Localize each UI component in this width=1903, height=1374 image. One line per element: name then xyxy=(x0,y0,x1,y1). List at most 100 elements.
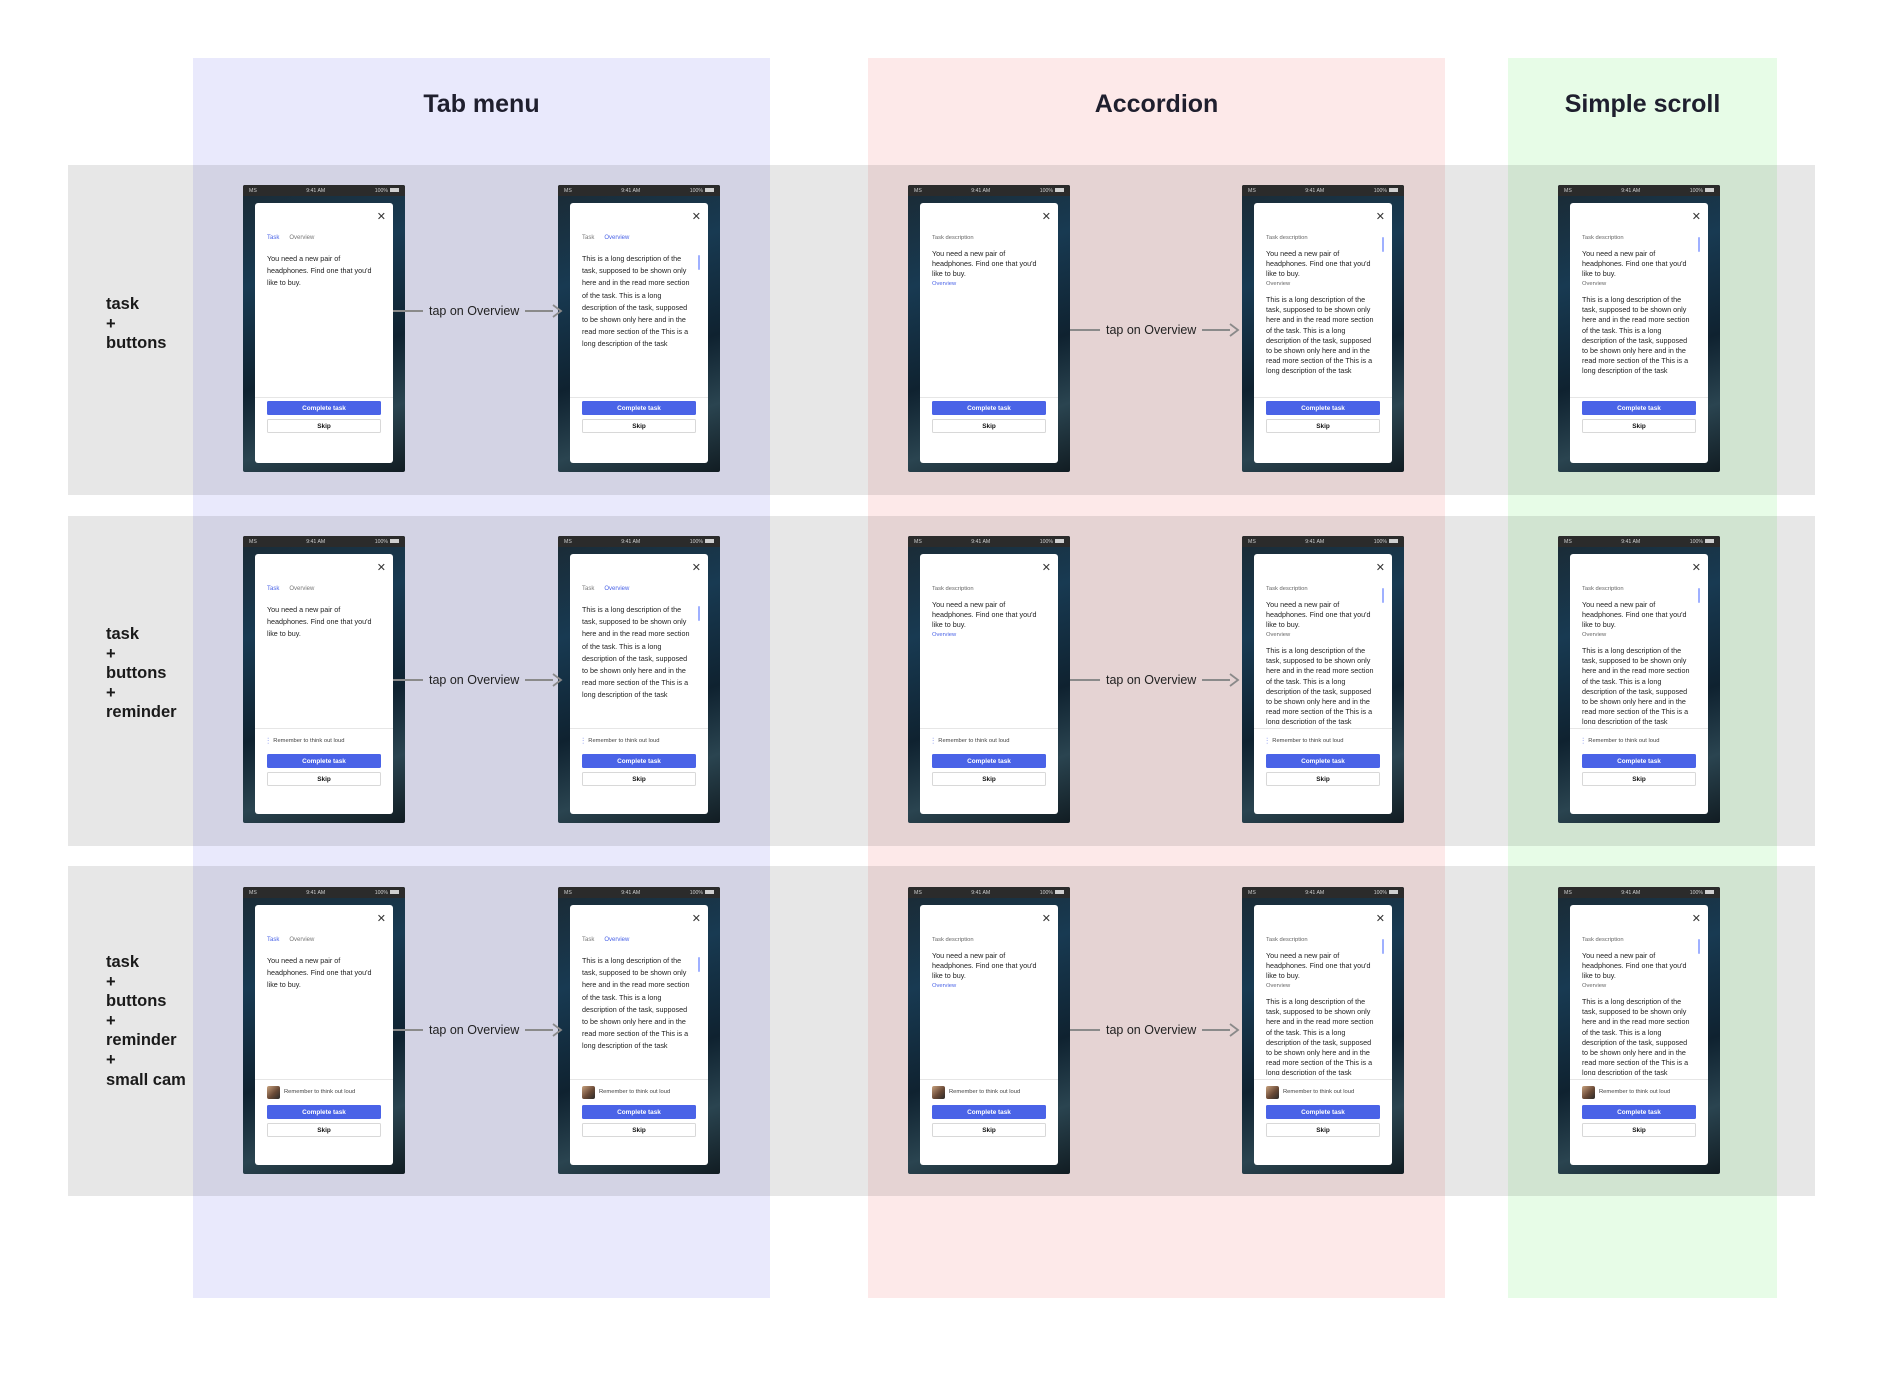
close-icon[interactable]: ✕ xyxy=(1375,562,1385,574)
tab-task[interactable]: Task xyxy=(582,937,595,943)
task-body-text: You need a new pair of headphones. Find … xyxy=(267,605,372,639)
close-icon[interactable]: ✕ xyxy=(691,211,701,223)
tab-menu: Task Overview xyxy=(267,937,314,943)
section-overview[interactable]: Overview xyxy=(932,983,957,989)
section-overview[interactable]: Overview xyxy=(1266,632,1291,638)
think-aloud-reminder: ⫶Remember to think out loud xyxy=(1582,734,1696,748)
section-task-description[interactable]: Task description xyxy=(1582,235,1624,241)
section-task-description[interactable]: Task description xyxy=(1266,586,1308,592)
clock: 9:41 AM xyxy=(621,187,641,194)
scrollbar[interactable] xyxy=(1698,588,1700,603)
skip-button[interactable]: Skip xyxy=(932,419,1046,433)
section-overview[interactable]: Overview xyxy=(1266,983,1291,989)
skip-button[interactable]: Skip xyxy=(1266,772,1380,786)
arrow-head-icon xyxy=(1229,1023,1240,1037)
close-icon[interactable]: ✕ xyxy=(376,211,386,223)
tab-overview[interactable]: Overview xyxy=(289,586,315,592)
close-icon[interactable]: ✕ xyxy=(1375,913,1385,925)
section-overview[interactable]: Overview xyxy=(1266,281,1291,287)
scrollbar[interactable] xyxy=(698,255,700,270)
complete-task-button[interactable]: Complete task xyxy=(1582,1105,1696,1119)
footer-divider xyxy=(1254,1079,1392,1080)
close-icon[interactable]: ✕ xyxy=(1375,211,1385,223)
scrollbar[interactable] xyxy=(698,957,700,972)
clock: 9:41 AM xyxy=(306,538,326,545)
skip-button[interactable]: Skip xyxy=(1582,419,1696,433)
section-task-description[interactable]: Task description xyxy=(1266,937,1308,943)
task-body-text: You need a new pair of headphones. Find … xyxy=(1266,600,1371,630)
complete-task-button[interactable]: Complete task xyxy=(267,754,381,768)
skip-button[interactable]: Skip xyxy=(1266,419,1380,433)
complete-task-button[interactable]: Complete task xyxy=(1266,754,1380,768)
section-task-description[interactable]: Task description xyxy=(1266,235,1308,241)
section-task-description[interactable]: Task description xyxy=(932,586,974,592)
section-overview[interactable]: Overview xyxy=(932,281,957,287)
task-body-text: This is a long description of the task, … xyxy=(582,254,690,349)
section-overview[interactable]: Overview xyxy=(932,632,957,638)
close-icon[interactable]: ✕ xyxy=(691,913,701,925)
tab-task[interactable]: Task xyxy=(267,235,280,241)
close-icon[interactable]: ✕ xyxy=(1691,562,1701,574)
close-icon[interactable]: ✕ xyxy=(691,562,701,574)
footer-divider xyxy=(570,1079,708,1080)
close-icon[interactable]: ✕ xyxy=(1041,913,1051,925)
skip-button[interactable]: Skip xyxy=(582,419,696,433)
tab-task[interactable]: Task xyxy=(267,586,280,592)
skip-button[interactable]: Skip xyxy=(267,419,381,433)
section-overview[interactable]: Overview xyxy=(1582,983,1607,989)
carrier: MS xyxy=(1248,187,1256,194)
complete-task-button[interactable]: Complete task xyxy=(582,754,696,768)
skip-button[interactable]: Skip xyxy=(1582,772,1696,786)
skip-button[interactable]: Skip xyxy=(267,772,381,786)
complete-task-button[interactable]: Complete task xyxy=(267,1105,381,1119)
complete-task-button[interactable]: Complete task xyxy=(932,401,1046,415)
complete-task-button[interactable]: Complete task xyxy=(1582,401,1696,415)
section-task-description[interactable]: Task description xyxy=(1582,937,1624,943)
scrollbar[interactable] xyxy=(1382,588,1384,603)
skip-button[interactable]: Skip xyxy=(932,1123,1046,1137)
close-icon[interactable]: ✕ xyxy=(1041,562,1051,574)
scrollbar[interactable] xyxy=(1698,237,1700,252)
complete-task-button[interactable]: Complete task xyxy=(932,1105,1046,1119)
skip-button[interactable]: Skip xyxy=(932,772,1046,786)
tab-overview[interactable]: Overview xyxy=(604,586,630,592)
close-icon[interactable]: ✕ xyxy=(1691,211,1701,223)
complete-task-button[interactable]: Complete task xyxy=(1582,754,1696,768)
complete-task-button[interactable]: Complete task xyxy=(1266,401,1380,415)
skip-button[interactable]: Skip xyxy=(267,1123,381,1137)
complete-task-button[interactable]: Complete task xyxy=(582,1105,696,1119)
section-task-description[interactable]: Task description xyxy=(932,235,974,241)
tab-overview[interactable]: Overview xyxy=(604,937,630,943)
section-overview[interactable]: Overview xyxy=(1582,281,1607,287)
complete-task-button[interactable]: Complete task xyxy=(932,754,1046,768)
close-icon[interactable]: ✕ xyxy=(376,562,386,574)
skip-button[interactable]: Skip xyxy=(1582,1123,1696,1137)
scrollbar[interactable] xyxy=(1382,939,1384,954)
skip-button[interactable]: Skip xyxy=(1266,1123,1380,1137)
task-body-text: You need a new pair of headphones. Find … xyxy=(267,956,372,990)
tab-task[interactable]: Task xyxy=(267,937,280,943)
close-icon[interactable]: ✕ xyxy=(376,913,386,925)
section-task-description[interactable]: Task description xyxy=(932,937,974,943)
skip-button[interactable]: Skip xyxy=(582,1123,696,1137)
complete-task-button[interactable]: Complete task xyxy=(267,401,381,415)
complete-task-button[interactable]: Complete task xyxy=(582,401,696,415)
close-icon[interactable]: ✕ xyxy=(1691,913,1701,925)
section-task-description[interactable]: Task description xyxy=(1582,586,1624,592)
tab-overview[interactable]: Overview xyxy=(604,235,630,241)
tab-overview[interactable]: Overview xyxy=(289,235,315,241)
close-icon[interactable]: ✕ xyxy=(1041,211,1051,223)
scrollbar[interactable] xyxy=(698,606,700,621)
section-overview[interactable]: Overview xyxy=(1582,632,1607,638)
skip-button[interactable]: Skip xyxy=(582,772,696,786)
tab-task[interactable]: Task xyxy=(582,586,595,592)
tab-task[interactable]: Task xyxy=(582,235,595,241)
scrollbar[interactable] xyxy=(1382,237,1384,252)
complete-task-button[interactable]: Complete task xyxy=(1266,1105,1380,1119)
scrollbar[interactable] xyxy=(1698,939,1700,954)
battery-icon xyxy=(1704,539,1714,544)
tab-overview[interactable]: Overview xyxy=(289,937,315,943)
